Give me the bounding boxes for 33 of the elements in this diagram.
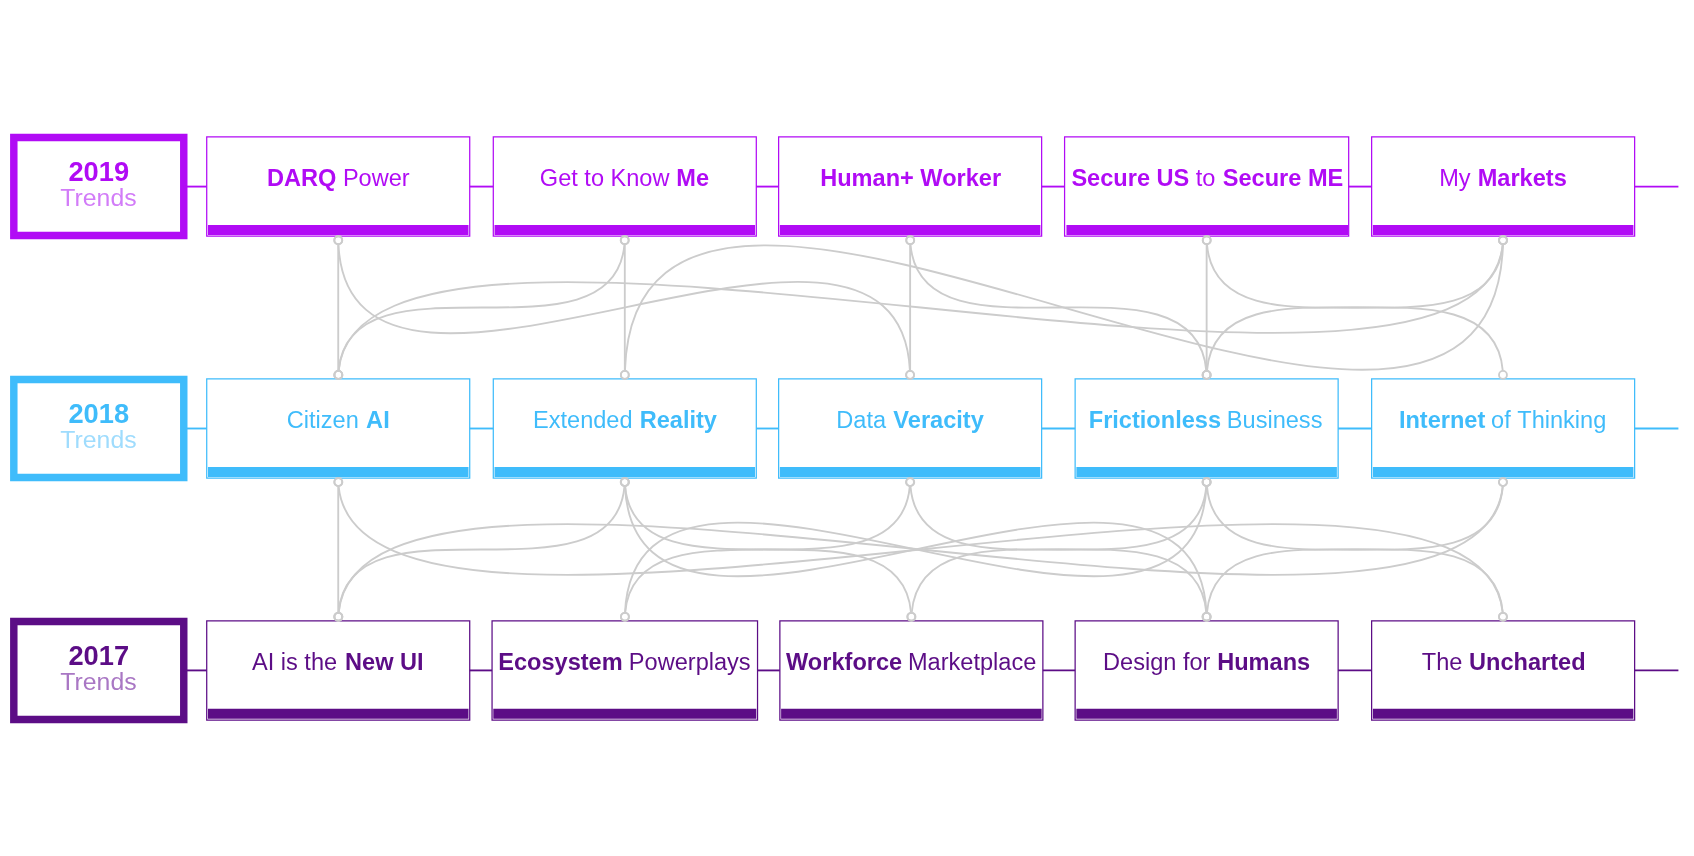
- connector: [619, 234, 630, 380]
- connector: [1347, 185, 1373, 187]
- connector: [333, 234, 630, 380]
- connector: [1201, 476, 1508, 622]
- connector: [1040, 185, 1066, 187]
- connector: [756, 669, 781, 671]
- connector: [1201, 234, 1508, 380]
- connector: [620, 476, 1212, 622]
- connector: [333, 476, 1508, 622]
- node-box: 2019 Trends: [10, 133, 188, 239]
- connector: [333, 234, 344, 380]
- connector: [1633, 185, 1680, 187]
- node-box: 2017 Trends: [10, 617, 188, 723]
- connector: [333, 476, 630, 622]
- connector: [619, 234, 1508, 380]
- connector: [1337, 669, 1373, 671]
- connector: [1201, 234, 1212, 380]
- connector: [468, 185, 495, 187]
- connector: [333, 476, 344, 622]
- node-box: 2018 Trends: [10, 375, 188, 481]
- connector: [1633, 427, 1680, 429]
- connector: [755, 427, 780, 429]
- connector: [468, 669, 493, 671]
- connector: [1040, 427, 1077, 429]
- connector: [905, 234, 1212, 380]
- connector: [468, 427, 495, 429]
- connector: [755, 185, 780, 187]
- connector: [333, 234, 1508, 380]
- connector: [1633, 669, 1680, 671]
- connector: [1041, 669, 1077, 671]
- connector: [1337, 427, 1373, 429]
- connector: [333, 234, 915, 380]
- connector: [905, 234, 916, 380]
